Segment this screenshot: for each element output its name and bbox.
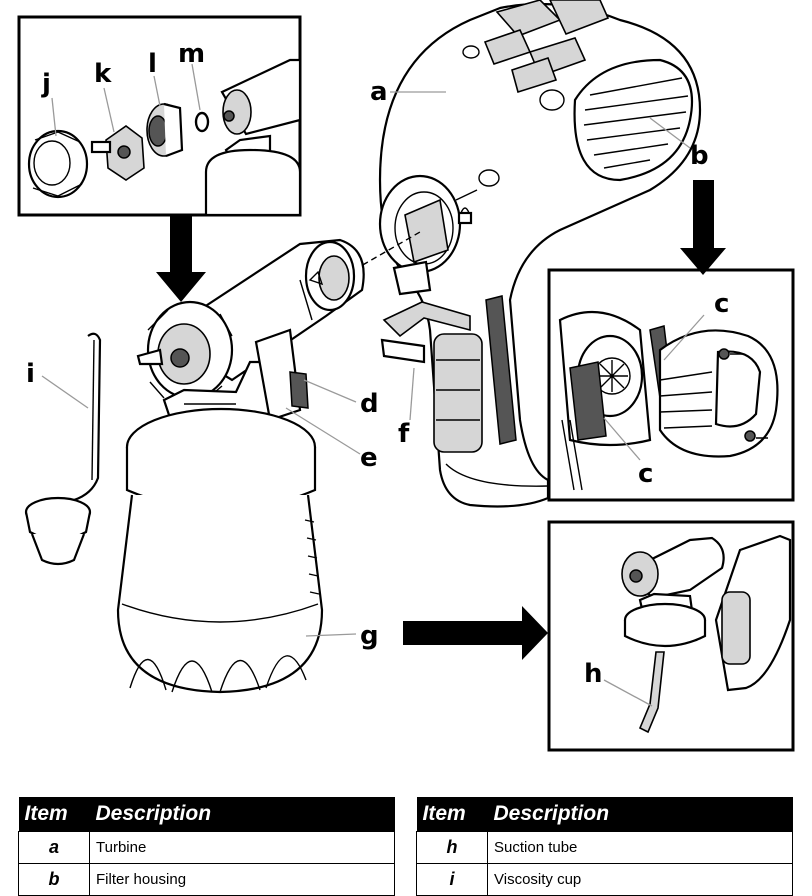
callout-m: m <box>178 39 205 69</box>
callout-a: a <box>370 77 388 107</box>
filter-strip-lower <box>569 361 607 441</box>
legend-header-item: Item <box>18 797 90 832</box>
table-row: a Turbine <box>18 831 395 864</box>
table-row: i Viscosity cup <box>416 863 793 896</box>
part-d-knob <box>289 371 309 409</box>
viscosity-cup <box>24 332 102 566</box>
callout-e: e <box>360 443 378 473</box>
suction-tube-inset <box>547 520 795 752</box>
turbine-handle-grip <box>433 295 517 453</box>
part-f-latch <box>380 260 471 364</box>
callout-c-upper: c <box>714 289 729 319</box>
nozzle-parts-inset <box>17 15 302 217</box>
legend-description: Suction tube <box>487 831 793 864</box>
callout-g: g <box>360 621 379 651</box>
legend-header-description: Description <box>487 797 793 832</box>
callout-h: h <box>584 659 603 689</box>
legend-item: a <box>18 831 90 864</box>
table-row: h Suction tube <box>416 831 793 864</box>
filter-cover <box>658 329 779 458</box>
legend-header-item: Item <box>416 797 488 832</box>
right-arrow-icon <box>403 606 548 660</box>
callout-b: b <box>690 141 709 171</box>
legend-item: h <box>416 831 488 864</box>
turbine-top-panel <box>462 0 610 187</box>
legend-table-left: Item Description a Turbine b Filter hous… <box>18 797 395 896</box>
suction-tube <box>638 651 665 734</box>
callout-l: l <box>148 49 157 79</box>
down-arrow-icon-filter <box>680 180 726 275</box>
sprayer-front-end <box>116 238 365 694</box>
leader-lines <box>41 63 705 707</box>
part-m-o-ring <box>194 111 210 133</box>
legend-table-right: Item Description h Suction tube i Viscos… <box>416 797 793 896</box>
nozzle-head <box>136 300 234 400</box>
filter-housing-inset <box>547 268 795 502</box>
legend-item: b <box>18 863 90 896</box>
callout-f: f <box>398 419 410 449</box>
legend-description: Viscosity cup <box>487 863 793 896</box>
paint-container <box>116 407 324 694</box>
turbine <box>378 0 702 508</box>
legend-description: Turbine <box>89 831 395 864</box>
inset-front-end <box>204 58 302 217</box>
callout-c-lower: c <box>638 459 653 489</box>
callout-i: i <box>26 359 35 389</box>
sprayer-assembly-diagram: a b c c d e f g h i j k l m <box>17 0 795 752</box>
part-k-spray-tip <box>90 125 145 181</box>
lock-icon <box>457 207 473 225</box>
alignment-line <box>353 231 421 271</box>
table-row: b Filter housing <box>18 863 395 896</box>
filter-housing-grille <box>573 58 694 182</box>
down-arrow-icon <box>156 215 206 302</box>
legend-item: i <box>416 863 488 896</box>
part-l-air-cap <box>146 102 184 158</box>
legend-description: Filter housing <box>89 863 395 896</box>
callout-d: d <box>360 389 379 419</box>
callout-k: k <box>94 59 112 89</box>
part-j-nozzle-ring <box>27 129 89 199</box>
callout-j: j <box>41 69 51 99</box>
legend-header-description: Description <box>89 797 395 832</box>
